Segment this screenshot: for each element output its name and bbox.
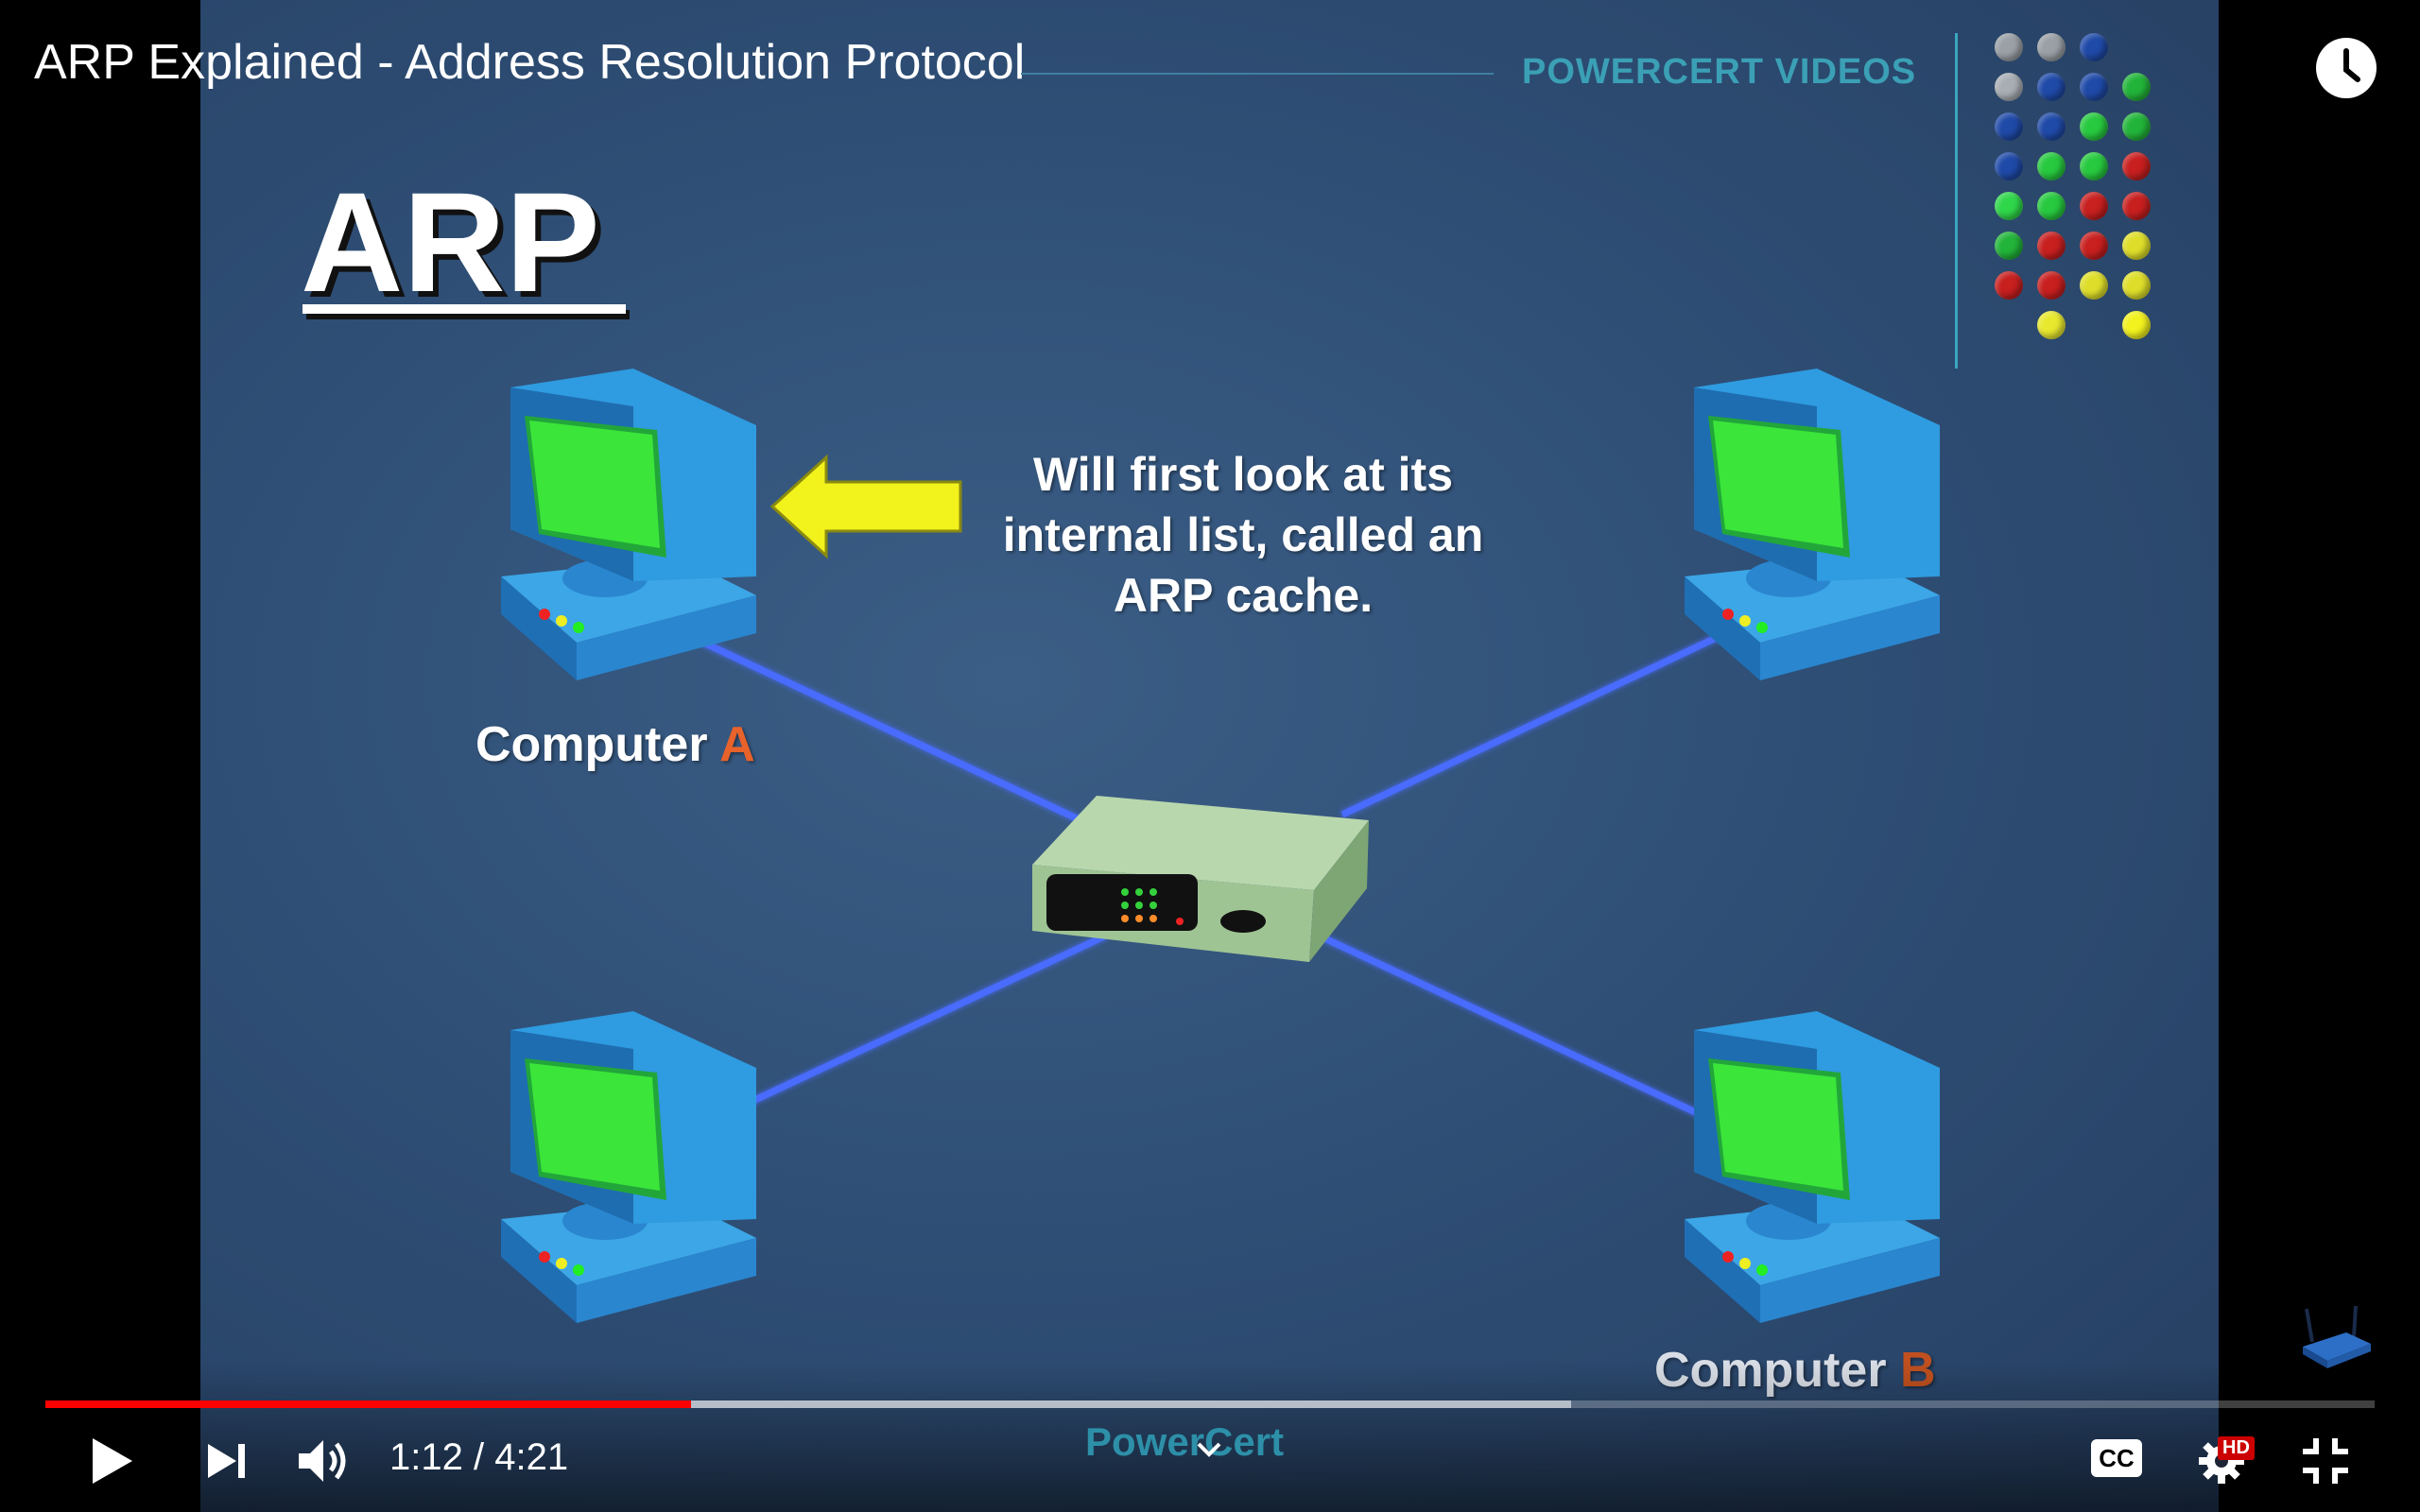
computer-b-icon: [1685, 1011, 1940, 1323]
progress-bar[interactable]: [45, 1400, 2375, 1408]
next-button[interactable]: [204, 1440, 250, 1486]
network-cables: [698, 627, 1732, 1119]
duration: 4:21: [494, 1436, 569, 1478]
watch-later-button[interactable]: [2316, 38, 2377, 98]
next-icon: [208, 1444, 245, 1478]
slide-heading: ARP: [301, 163, 600, 321]
captions-button[interactable]: CC: [2091, 1439, 2142, 1477]
callout-text: Will first look at its internal list, ca…: [983, 444, 1503, 626]
heading-underline: [302, 304, 626, 314]
computer-top-right-icon: [1685, 369, 1940, 680]
time-separator: /: [473, 1436, 485, 1478]
time-display: 1:12 / 4:21: [389, 1436, 568, 1479]
computer-letter: A: [719, 717, 755, 772]
volume-icon: [299, 1440, 346, 1482]
callout-line: Will first look at its: [1032, 448, 1454, 501]
callout-line: ARP cache.: [1113, 569, 1374, 622]
exit-fullscreen-button[interactable]: [2299, 1435, 2352, 1492]
arrow-left-icon: [769, 454, 962, 559]
volume-button[interactable]: [295, 1435, 355, 1492]
channel-watermark: PowerCert: [1085, 1419, 1285, 1464]
brand-logo-text: POWERCERT VIDEOS: [1522, 52, 1917, 92]
controls-gradient: [0, 1361, 2420, 1512]
hd-badge: HD: [2218, 1436, 2255, 1460]
play-button[interactable]: [85, 1433, 138, 1494]
play-icon: [93, 1438, 132, 1484]
clock-icon: [2343, 48, 2360, 82]
exit-fullscreen-icon: [2303, 1438, 2348, 1484]
brand-divider: [1955, 33, 1958, 369]
chevron-down-icon[interactable]: [1195, 1440, 1223, 1459]
buffered-progress: [45, 1400, 1571, 1408]
computer-label-text: Computer: [475, 717, 708, 772]
callout-line: internal list, called an: [1002, 508, 1484, 561]
switch-icon: [1032, 796, 1369, 962]
computer-a-icon: [501, 369, 756, 680]
current-time: 1:12: [389, 1436, 463, 1478]
video-title[interactable]: ARP Explained - Address Resolution Proto…: [34, 35, 1026, 90]
played-progress: [45, 1400, 691, 1408]
computer-a-label: Computer A: [475, 716, 755, 773]
computer-bottom-left-icon: [501, 1011, 756, 1323]
captions-icon: CC: [2099, 1444, 2135, 1472]
title-rule: [1021, 73, 1494, 75]
